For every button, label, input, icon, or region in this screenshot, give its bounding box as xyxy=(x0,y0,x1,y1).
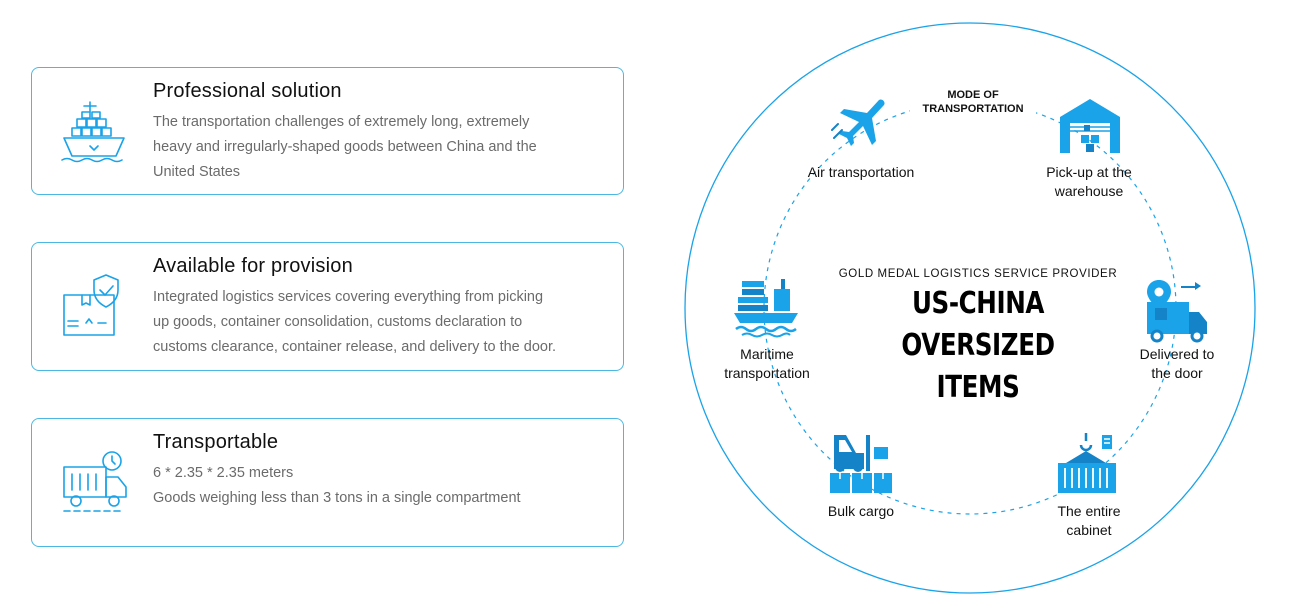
feature-desc-line: 6 * 2.35 * 2.35 meters xyxy=(153,465,294,481)
mode-label-line: TRANSPORTATION xyxy=(922,103,1024,115)
feature-card-professional-solution: Professional solution The transportation… xyxy=(31,67,624,195)
cargo-ship-icon xyxy=(60,98,128,166)
mode-of-transportation-label: MODE OF TRANSPORTATION xyxy=(910,88,1036,116)
feature-title: Transportable xyxy=(153,431,279,453)
truck-clock-icon xyxy=(60,449,128,517)
feature-title: Available for provision xyxy=(153,255,353,277)
node-label-line: Pick-up at the xyxy=(1046,164,1132,180)
feature-description: The transportation challenges of extreme… xyxy=(153,110,608,185)
node-label-entire-cabinet: The entire cabinet xyxy=(1004,502,1174,540)
center-title-line: US-CHINA OVERSIZED xyxy=(901,286,1055,363)
feature-desc-line: Goods weighing less than 3 tons in a sin… xyxy=(153,490,521,506)
feature-desc-line: Integrated logistics services covering e… xyxy=(153,289,544,305)
node-label-delivered-to-door: Delivered to the door xyxy=(1092,345,1262,383)
node-label-line: cabinet xyxy=(1066,522,1112,538)
node-label-line: The entire xyxy=(1057,503,1121,519)
node-label-line: the door xyxy=(1151,365,1203,381)
feature-desc-line: The transportation challenges of extreme… xyxy=(153,114,530,130)
node-label-line: warehouse xyxy=(1054,183,1124,199)
feature-desc-line: heavy and irregularly-shaped goods betwe… xyxy=(153,139,537,155)
feature-desc-line: customs clearance, container release, an… xyxy=(153,339,557,355)
warehouse-icon xyxy=(1060,99,1120,153)
feature-card-transportable: Transportable 6 * 2.35 * 2.35 meters Goo… xyxy=(31,418,624,547)
feature-title: Professional solution xyxy=(153,80,342,102)
container-crane-icon xyxy=(1058,433,1116,493)
node-label-line: Bulk cargo xyxy=(827,503,895,519)
node-label-maritime-transportation: Maritime transportation xyxy=(682,345,852,383)
container-ship-icon xyxy=(734,279,798,338)
airplane-icon xyxy=(831,99,885,146)
node-label-bulk-cargo: Bulk cargo xyxy=(776,502,946,521)
node-label-line: transportation xyxy=(724,365,810,381)
center-title-line: ITEMS xyxy=(936,370,1020,405)
feature-card-available-for-provision: Available for provision Integrated logis… xyxy=(31,242,624,371)
node-label-line: Air transportation xyxy=(807,164,915,180)
feature-description: Integrated logistics services covering e… xyxy=(153,285,608,360)
outer-circle xyxy=(684,22,1256,594)
forklift-icon xyxy=(830,435,892,493)
center-subtitle: GOLD MEDAL LOGISTICS SERVICE PROVIDER xyxy=(838,268,1118,280)
node-label-air-transportation: Air transportation xyxy=(776,163,946,182)
mode-label-line: MODE OF xyxy=(947,89,999,101)
feature-desc-line: up goods, container consolidation, custo… xyxy=(153,314,523,330)
feature-desc-line: United States xyxy=(153,164,241,180)
node-label-pickup-warehouse: Pick-up at the warehouse xyxy=(1004,163,1174,201)
shield-box-icon xyxy=(60,273,128,341)
feature-description: 6 * 2.35 * 2.35 meters Goods weighing le… xyxy=(153,461,608,511)
delivery-truck-icon xyxy=(1147,280,1207,343)
node-label-line: Delivered to xyxy=(1139,346,1215,362)
node-label-line: Maritime xyxy=(740,346,794,362)
center-title: US-CHINA OVERSIZED ITEMS xyxy=(857,283,1100,409)
